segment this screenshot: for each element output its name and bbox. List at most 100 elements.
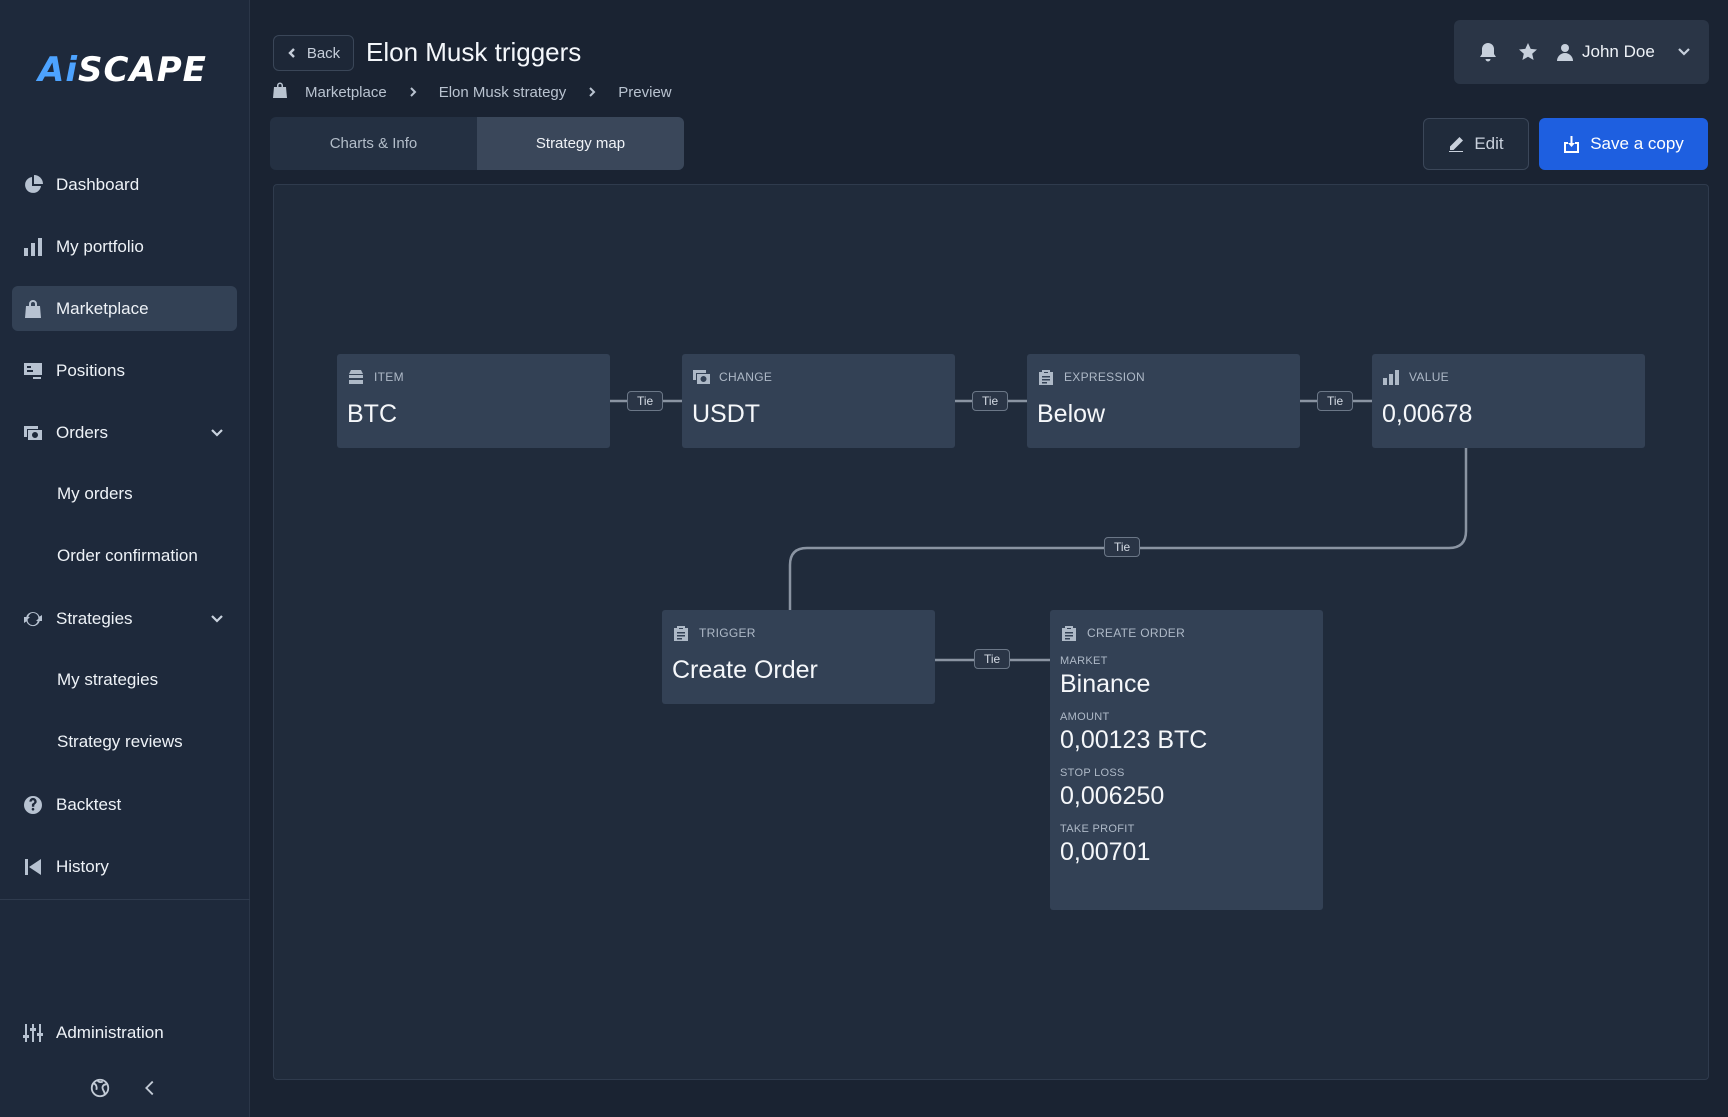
sidebar-item-label: Orders xyxy=(56,422,108,442)
node-type: ITEM xyxy=(374,370,404,384)
bell-icon[interactable] xyxy=(1476,40,1500,64)
node-change[interactable]: CHANGE USDT xyxy=(682,354,955,448)
strategy-map-canvas[interactable] xyxy=(273,184,1709,1080)
stack-icon xyxy=(349,370,363,384)
tie-connector[interactable]: Tie xyxy=(974,649,1011,669)
tab-charts-info[interactable]: Charts & Info xyxy=(329,135,418,152)
node-item[interactable]: ITEM BTC xyxy=(337,354,610,448)
tie-connector[interactable]: Tie xyxy=(1104,537,1141,557)
chevron-down-icon[interactable] xyxy=(209,610,225,626)
sidebar-item-positions[interactable]: Positions xyxy=(12,348,237,393)
sidebar-subitem-my-strategies[interactable]: My strategies xyxy=(57,670,159,689)
tie-connector[interactable]: Tie xyxy=(972,391,1009,411)
sidebar-subitem-strategy-reviews[interactable]: Strategy reviews xyxy=(57,732,183,751)
bar-chart-icon xyxy=(1383,370,1399,385)
logo-text: SCAPE xyxy=(77,50,207,90)
sidebar-item-administration[interactable]: Administration xyxy=(12,1010,237,1055)
node-value: BTC xyxy=(347,400,397,428)
sidebar-item-dashboard[interactable]: Dashboard xyxy=(12,162,237,207)
logo-prefix: Ai xyxy=(38,50,78,90)
chevron-down-icon[interactable] xyxy=(209,424,225,440)
sidebar-footer xyxy=(88,1076,162,1100)
star-icon[interactable] xyxy=(1516,40,1540,64)
user-menu[interactable]: John Doe xyxy=(1556,42,1655,62)
node-type: CHANGE xyxy=(719,370,773,384)
breadcrumb: Marketplace Elon Musk strategy Preview xyxy=(273,82,672,102)
node-value: USDT xyxy=(692,400,761,428)
node-value[interactable]: VALUE 0,00678 xyxy=(1372,354,1645,448)
save-copy-label: Save a copy xyxy=(1590,134,1684,153)
field-value-market: Binance xyxy=(1060,670,1151,698)
breadcrumb-preview: Preview xyxy=(618,83,672,101)
node-type: CREATE ORDER xyxy=(1087,626,1186,640)
shopping-bag-icon xyxy=(22,298,44,320)
sidebar: AiSCAPE Dashboard My portfolio Marketpla… xyxy=(0,0,250,1117)
edit-button[interactable]: Edit xyxy=(1423,118,1529,170)
sidebar-item-label: Backtest xyxy=(56,794,122,814)
user-toolbar: John Doe xyxy=(1454,20,1709,84)
clipboard-icon xyxy=(674,626,688,641)
sidebar-item-label: My portfolio xyxy=(56,236,144,256)
field-value-take-profit: 0,00701 xyxy=(1060,838,1151,866)
sidebar-item-orders[interactable]: Orders xyxy=(12,410,237,455)
sidebar-item-label: Administration xyxy=(56,1022,164,1042)
user-icon xyxy=(1557,44,1573,61)
edit-button-label: Edit xyxy=(1474,134,1504,153)
node-value: Create Order xyxy=(672,656,818,684)
sidebar-item-label: Strategies xyxy=(56,608,133,628)
node-create-order[interactable]: CREATE ORDER MARKET Binance AMOUNT 0,001… xyxy=(1050,610,1323,910)
field-label-amount: AMOUNT xyxy=(1060,711,1110,723)
skip-back-icon xyxy=(22,856,44,878)
sidebar-item-marketplace[interactable]: Marketplace xyxy=(12,286,237,331)
pie-chart-icon xyxy=(22,174,44,196)
cash-icon xyxy=(22,422,44,444)
refresh-icon xyxy=(22,608,44,630)
sidebar-item-history[interactable]: History xyxy=(12,844,237,889)
breadcrumb-strategy[interactable]: Elon Musk strategy xyxy=(438,83,567,101)
sidebar-subitem-my-orders[interactable]: My orders xyxy=(57,484,133,503)
collapse-sidebar-icon[interactable] xyxy=(138,1076,162,1100)
sidebar-item-label: Dashboard xyxy=(56,174,140,194)
field-label-market: MARKET xyxy=(1060,655,1108,667)
back-button[interactable]: Back xyxy=(273,35,354,71)
node-value: Below xyxy=(1037,400,1106,428)
view-tabs: Charts & Info Strategy map xyxy=(270,117,684,170)
sidebar-subitem-order-confirmation[interactable]: Order confirmation xyxy=(57,546,198,565)
clipboard-icon xyxy=(1039,370,1053,385)
app-logo[interactable]: AiSCAPE xyxy=(38,50,207,90)
sidebar-item-backtest[interactable]: Backtest xyxy=(12,782,237,827)
sidebar-item-label: History xyxy=(56,856,109,876)
checklist-icon xyxy=(22,360,44,382)
tie-connector[interactable]: Tie xyxy=(627,391,664,411)
sidebar-item-label: Marketplace xyxy=(56,298,149,318)
back-button-label: Back xyxy=(306,44,341,62)
sidebar-item-label: Positions xyxy=(56,360,125,380)
globe-icon[interactable] xyxy=(88,1076,112,1100)
sidebar-item-my-portfolio[interactable]: My portfolio xyxy=(12,224,237,269)
sidebar-item-strategies[interactable]: Strategies xyxy=(12,596,237,641)
field-value-stop-loss: 0,006250 xyxy=(1060,782,1165,810)
node-expression[interactable]: EXPRESSION Below xyxy=(1027,354,1300,448)
chevron-down-icon[interactable] xyxy=(1677,44,1693,60)
tie-connector[interactable]: Tie xyxy=(1317,391,1354,411)
bar-chart-icon xyxy=(22,236,44,258)
pencil-icon xyxy=(1449,137,1464,152)
tab-strategy-map[interactable]: Strategy map xyxy=(477,117,684,170)
user-name: John Doe xyxy=(1582,42,1655,61)
download-box-icon xyxy=(1564,135,1580,153)
node-type: TRIGGER xyxy=(699,626,756,640)
clipboard-icon xyxy=(1062,626,1076,641)
shopping-bag-icon xyxy=(273,82,305,102)
breadcrumb-marketplace[interactable]: Marketplace xyxy=(305,83,387,101)
chevron-right-icon xyxy=(409,84,417,101)
sliders-icon xyxy=(22,1022,44,1044)
node-type: VALUE xyxy=(1409,370,1449,384)
field-value-amount: 0,00123 BTC xyxy=(1060,726,1208,754)
question-icon xyxy=(22,794,44,816)
field-label-stop-loss: STOP LOSS xyxy=(1060,767,1125,779)
sidebar-divider xyxy=(0,899,250,900)
exchange-icon xyxy=(693,370,710,384)
node-trigger[interactable]: TRIGGER Create Order xyxy=(662,610,935,704)
node-type: EXPRESSION xyxy=(1064,370,1146,384)
save-copy-button[interactable]: Save a copy xyxy=(1539,118,1708,170)
